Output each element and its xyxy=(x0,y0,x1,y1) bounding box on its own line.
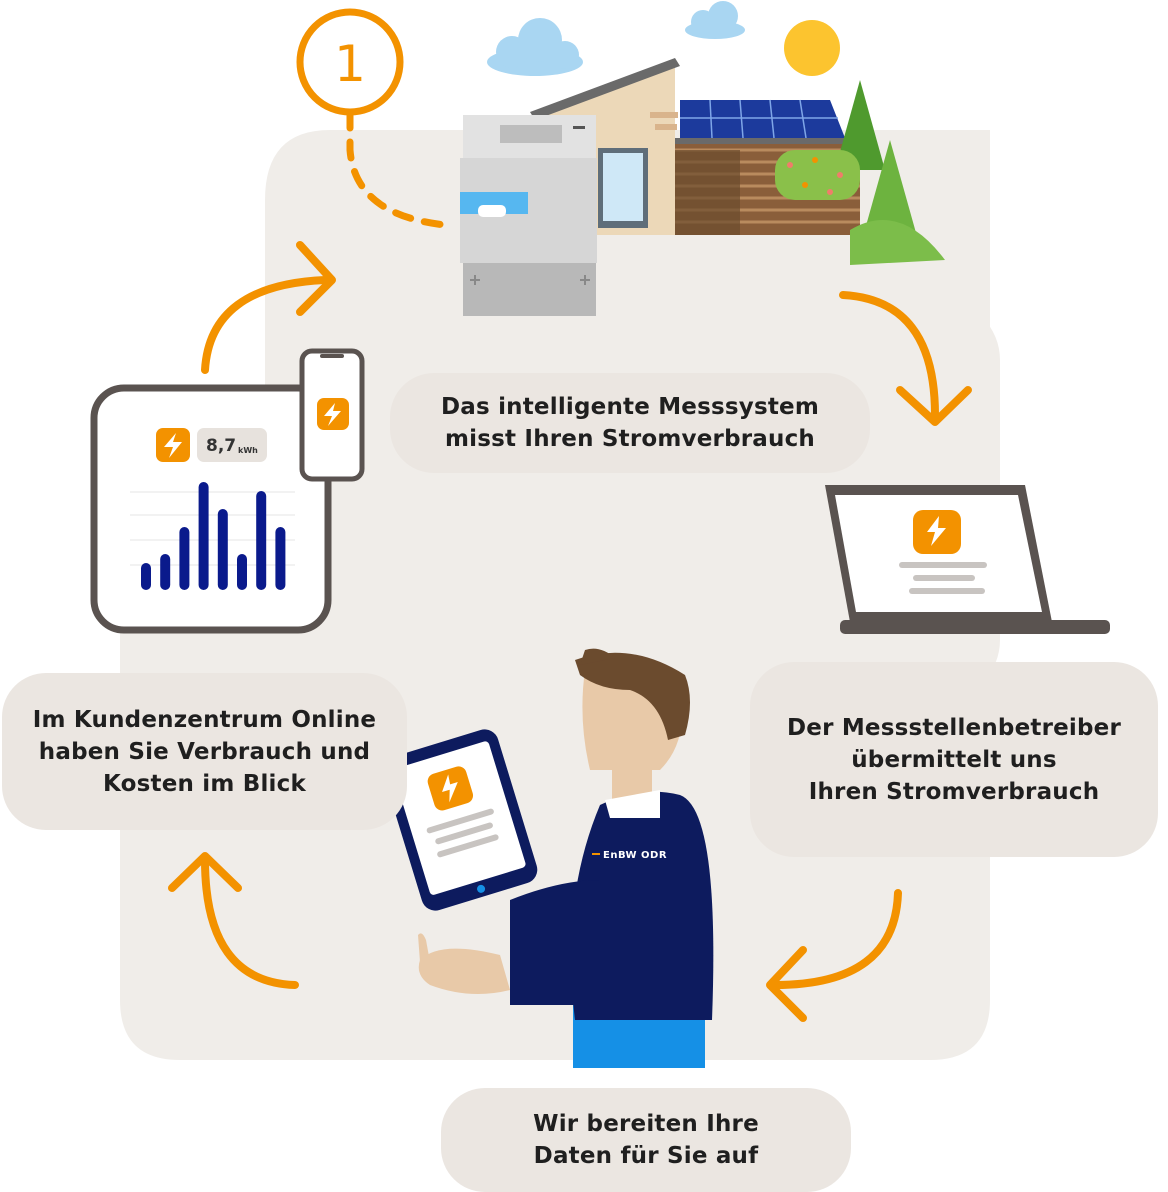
step-number-badge: 1 xyxy=(334,35,366,93)
smartphone-icon xyxy=(299,348,365,482)
tree-icon xyxy=(835,80,945,265)
bar-chart xyxy=(141,482,286,590)
brand-logo-text: EnBW ODR xyxy=(603,850,668,861)
sun-icon xyxy=(784,20,840,76)
chart-bar xyxy=(198,482,209,590)
arrow-icon xyxy=(766,889,902,1022)
cloud-icon xyxy=(487,18,583,76)
tablet-icon xyxy=(382,729,538,911)
chart-bar xyxy=(275,527,286,590)
person-icon xyxy=(418,648,714,1068)
step-label-online: Im Kundenzentrum Online haben Sie Verbra… xyxy=(2,673,407,830)
arrow-icon xyxy=(168,852,299,989)
arrow-icon xyxy=(839,291,972,426)
chart-bar xyxy=(179,527,190,590)
dashed-connector xyxy=(346,108,449,229)
step-label-prepare-text: Wir bereiten Ihre Daten für Sie auf xyxy=(533,1111,759,1169)
flower-bush-icon xyxy=(775,150,860,200)
laptop-icon xyxy=(825,485,1110,634)
consumption-value: 8,7 xyxy=(206,436,237,456)
meter-icon xyxy=(460,115,597,316)
chart-bar xyxy=(256,491,267,590)
dashboard-tablet-icon xyxy=(90,384,332,634)
chart-bar xyxy=(160,554,171,590)
step-label-online-text: Im Kundenzentrum Online haben Sie Verbra… xyxy=(32,706,377,797)
arrow-icon xyxy=(201,241,336,374)
step-label-transmit-text: Der Messstellenbetreiber übermittelt uns… xyxy=(786,714,1122,805)
consumption-unit: kWh xyxy=(238,446,258,455)
chart-bar xyxy=(237,554,247,590)
step-label-measure: Das intelligente Messsystem misst Ihren … xyxy=(390,373,870,473)
cloud-icon xyxy=(685,1,745,39)
solar-panel-icon xyxy=(675,99,860,144)
step-label-prepare: Wir bereiten Ihre Daten für Sie auf xyxy=(441,1088,851,1192)
step-label-transmit: Der Messstellenbetreiber übermittelt uns… xyxy=(750,662,1158,857)
step-label-measure-text: Das intelligente Messsystem misst Ihren … xyxy=(440,394,820,452)
chart-bar xyxy=(217,509,228,590)
chart-bar xyxy=(141,563,151,590)
